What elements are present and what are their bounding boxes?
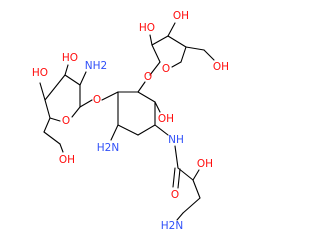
bond xyxy=(43,131,61,145)
bond xyxy=(71,106,81,118)
bond xyxy=(176,212,184,221)
bond xyxy=(49,117,61,122)
bond xyxy=(177,167,194,181)
bond xyxy=(151,35,169,46)
bond xyxy=(137,91,156,103)
bond xyxy=(59,143,64,153)
bond xyxy=(174,145,179,169)
bond xyxy=(185,46,205,51)
hydroxyl-side-chain-label: OH xyxy=(197,158,213,170)
bond xyxy=(167,22,176,37)
bond xyxy=(149,34,153,46)
carbonyl-oxygen-label: O xyxy=(171,189,179,201)
bond xyxy=(149,61,161,76)
bond xyxy=(137,124,156,136)
hydroxymethyl-left-oh-label: OH xyxy=(59,154,75,166)
bond xyxy=(154,101,161,113)
bond xyxy=(64,74,81,86)
hydroxyl-cyclohexane-label: OH xyxy=(158,113,174,125)
bond xyxy=(117,124,139,136)
bond xyxy=(177,168,181,189)
bond xyxy=(101,91,119,101)
bond xyxy=(44,99,51,119)
ring-oxygen-right-label: O xyxy=(162,63,170,75)
bond xyxy=(110,124,119,141)
glycosidic-oxygen-left-label: O xyxy=(93,94,101,106)
bond xyxy=(154,124,169,136)
bond xyxy=(182,197,201,214)
glycosidic-oxygen-right-label: O xyxy=(144,71,152,83)
bond xyxy=(180,46,187,63)
hydroxymethyl-right-oh-label: OH xyxy=(213,61,229,73)
bond xyxy=(79,99,93,108)
bond xyxy=(79,71,87,86)
nh2-sugar-left-label: NH2 xyxy=(85,60,107,72)
hydroxyl-sugar-left-top-label: HO xyxy=(32,67,48,79)
bonds xyxy=(39,22,215,221)
bond xyxy=(64,64,69,76)
bond xyxy=(167,35,187,48)
hydroxyl-sugar-left-mid-label: HO xyxy=(62,52,78,64)
bond xyxy=(137,81,146,93)
bond xyxy=(44,74,66,101)
hydroxyl-furanose-right-label: OH xyxy=(173,10,189,22)
bond xyxy=(192,169,200,181)
hydroxyl-furanose-left-label: HO xyxy=(139,22,155,34)
bond xyxy=(192,179,201,199)
amine-cyclohexane-label: H2N xyxy=(97,142,119,154)
structure-svg: NH2 HO HO O OH O O O HO OH OH OH H2N NH … xyxy=(32,10,229,232)
atom-labels: NH2 HO HO O OH O O O HO OH OH OH H2N NH … xyxy=(32,10,229,232)
molecule-structure: NH2 HO HO O OH O O O HO OH OH OH H2N NH … xyxy=(32,10,229,232)
amide-nh-label: NH xyxy=(168,134,184,146)
bond xyxy=(43,117,51,133)
bond xyxy=(39,82,46,101)
ring-oxygen-left-label: O xyxy=(62,115,70,127)
bond xyxy=(203,49,215,61)
bond xyxy=(172,167,176,188)
amine-side-chain-label: H2N xyxy=(161,220,183,232)
bond xyxy=(151,44,161,63)
bond xyxy=(171,61,182,68)
